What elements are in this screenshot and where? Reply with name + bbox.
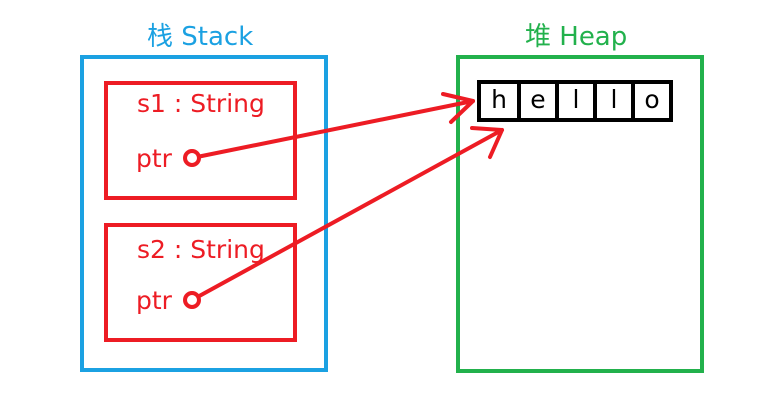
stack-region [80,55,328,372]
heap-string-buffer: h e l l o [477,80,673,122]
s2-ptr-label: ptr [136,286,172,315]
s2-label: s2 : String [137,235,265,264]
heap-cell: e [517,84,555,118]
s1-arrowhead [441,92,475,124]
s2-variable-box [104,223,297,342]
heap-region [456,55,704,373]
s2-arrowhead [470,126,504,159]
heap-cell: l [555,84,593,118]
heap-title: 堆 Heap [525,22,628,52]
heap-cell: o [631,84,669,118]
s1-label: s1 : String [137,89,265,118]
s1-pointer-arrow [190,99,475,160]
stack-title: 栈 Stack [147,22,254,52]
heap-cell: h [491,85,507,114]
s1-ptr-dot [183,149,201,167]
s1-ptr-label: ptr [136,144,172,173]
s2-pointer-arrow [190,128,504,302]
heap-cell: l [593,84,631,118]
s2-ptr-dot [183,291,201,309]
s1-variable-box [104,81,297,200]
